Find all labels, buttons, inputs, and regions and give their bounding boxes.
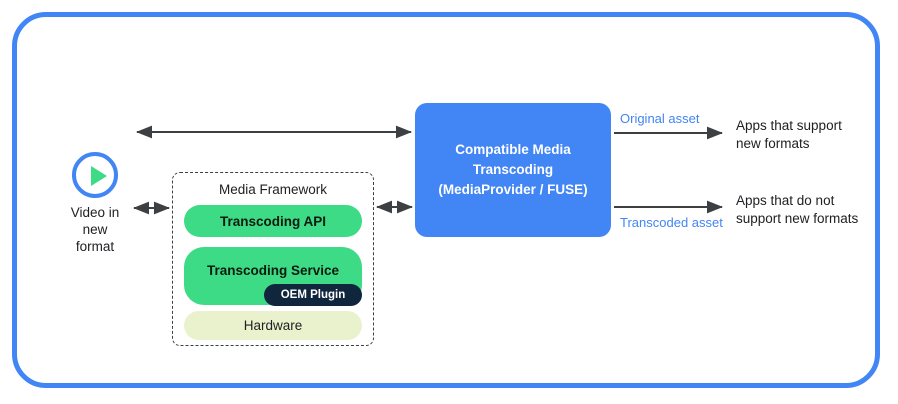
- apps-nonsupporting-label: Apps that do not support new formats: [736, 192, 858, 228]
- outer-frame-border: [12, 12, 880, 388]
- apps-supporting-line2: new formats: [736, 136, 810, 151]
- media-framework-title: Media Framework: [218, 182, 328, 197]
- video-source-label-line2: new: [82, 222, 108, 237]
- cmt-line2: Transcoding: [472, 162, 554, 177]
- video-source-label-line1: Video in: [70, 205, 120, 220]
- transcoding-api-block: Transcoding API: [184, 205, 362, 237]
- cmt-line1: Compatible Media: [455, 142, 571, 157]
- apps-nonsupporting-line1: Apps that do not: [736, 193, 835, 208]
- play-triangle-icon: [91, 166, 107, 186]
- original-asset-label: Original asset: [620, 111, 700, 126]
- apps-supporting-line1: Apps that support: [736, 118, 842, 133]
- oem-plugin-badge: OEM Plugin: [264, 284, 362, 306]
- transcoded-asset-label: Transcoded asset: [620, 215, 723, 230]
- video-source-label-line3: format: [75, 239, 115, 254]
- play-circle-icon: [72, 152, 118, 198]
- video-source-label: Video in new format: [40, 204, 150, 255]
- cmt-line3: (MediaProvider / FUSE): [438, 182, 588, 197]
- compatible-media-transcoding-box: Compatible Media Transcoding (MediaProvi…: [415, 103, 611, 237]
- hardware-block: Hardware: [184, 311, 362, 340]
- apps-nonsupporting-line2: support new formats: [736, 211, 859, 226]
- apps-supporting-label: Apps that support new formats: [736, 117, 842, 153]
